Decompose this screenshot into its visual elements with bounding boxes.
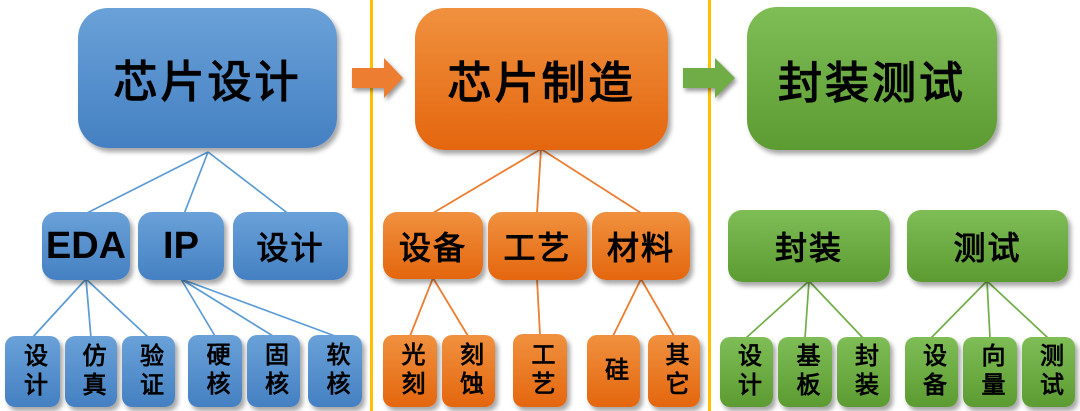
ip-label: IP xyxy=(163,224,199,267)
process-leaf-label: 工艺 xyxy=(527,341,553,400)
process-l2-label: 工艺 xyxy=(503,230,572,266)
design-l2-label: 设计 xyxy=(256,230,325,266)
equipment-l2-box: 设备 xyxy=(383,212,483,279)
others-leaf-label: 其它 xyxy=(661,342,687,400)
design-leaf-box: 设计 xyxy=(5,336,60,407)
test-leaf-box: 测试 xyxy=(1022,337,1075,407)
packaging-l2-label: 封装 xyxy=(774,230,843,266)
equipment-l2-label: 设备 xyxy=(398,229,467,266)
design-tree-connectors xyxy=(31,151,336,339)
chip-manufacture-title: 芯片制造 xyxy=(447,59,636,108)
materials-l2-box: 材料 xyxy=(592,212,690,280)
chip-design-title: 芯片设计 xyxy=(113,58,302,107)
etching-leaf-label: 刻蚀 xyxy=(455,342,482,400)
eda-box: EDA xyxy=(42,212,130,280)
design-leaf-label: 设计 xyxy=(19,342,46,401)
process-leaf-box: 工艺 xyxy=(513,334,567,407)
pkg-design-leaf-label: 设计 xyxy=(733,343,760,401)
package-test-root-box: 封装测试 xyxy=(747,7,997,150)
materials-l2-label: 材料 xyxy=(606,230,675,266)
silicon-leaf-label: 硅 xyxy=(600,356,627,386)
lithography-leaf-box: 光刻 xyxy=(383,335,437,407)
verification-leaf-label: 验证 xyxy=(135,342,162,401)
section-divider-line-2 xyxy=(708,0,711,411)
flow-arrow-design-to-manufacture-icon xyxy=(352,58,403,98)
pkg-design-leaf-box: 设计 xyxy=(720,337,773,407)
ip-box: IP xyxy=(138,212,224,280)
equipment-leaf-box: 设备 xyxy=(905,337,958,407)
etching-leaf-box: 刻蚀 xyxy=(442,335,495,407)
package-test-tree-connectors xyxy=(745,280,1049,339)
design-l2-box: 设计 xyxy=(233,212,348,280)
section-divider-line-1 xyxy=(370,0,373,411)
chip-design-root-box: 芯片设计 xyxy=(78,8,337,148)
others-leaf-box: 其它 xyxy=(648,335,700,407)
firm-core-leaf-box: 固核 xyxy=(247,335,300,407)
equipment-leaf-label: 设备 xyxy=(918,343,945,401)
silicon-leaf-box: 硅 xyxy=(587,335,640,407)
chip-manufacture-root-box: 芯片制造 xyxy=(415,8,668,150)
testing-l2-label: 测试 xyxy=(953,230,1022,266)
simulation-leaf-box: 仿真 xyxy=(65,336,117,407)
manufacture-tree-connectors xyxy=(409,148,675,337)
verification-leaf-box: 验证 xyxy=(122,336,175,407)
soft-core-leaf-label: 软核 xyxy=(322,342,348,400)
hard-core-leaf-box: 硬核 xyxy=(188,335,242,407)
testing-l2-box: 测试 xyxy=(907,210,1068,282)
soft-core-leaf-box: 软核 xyxy=(308,335,362,407)
substrate-leaf-label: 基板 xyxy=(792,343,818,401)
packaging-leaf-label: 封装 xyxy=(850,343,877,401)
vector-leaf-label: 向量 xyxy=(977,343,1003,401)
vector-leaf-box: 向量 xyxy=(963,337,1017,407)
hard-core-leaf-label: 硬核 xyxy=(202,342,228,400)
lithography-leaf-label: 光刻 xyxy=(397,342,423,400)
packaging-l2-box: 封装 xyxy=(728,210,890,282)
firm-core-leaf-label: 固核 xyxy=(260,342,287,400)
package-test-title: 封装测试 xyxy=(778,58,966,108)
process-l2-box: 工艺 xyxy=(488,212,587,280)
substrate-leaf-box: 基板 xyxy=(778,337,832,407)
test-leaf-label: 测试 xyxy=(1035,343,1062,401)
simulation-leaf-label: 仿真 xyxy=(78,342,104,401)
packaging-leaf-box: 封装 xyxy=(837,337,890,407)
eda-label: EDA xyxy=(45,224,127,267)
flow-arrow-manufacture-to-package-icon xyxy=(683,58,735,98)
